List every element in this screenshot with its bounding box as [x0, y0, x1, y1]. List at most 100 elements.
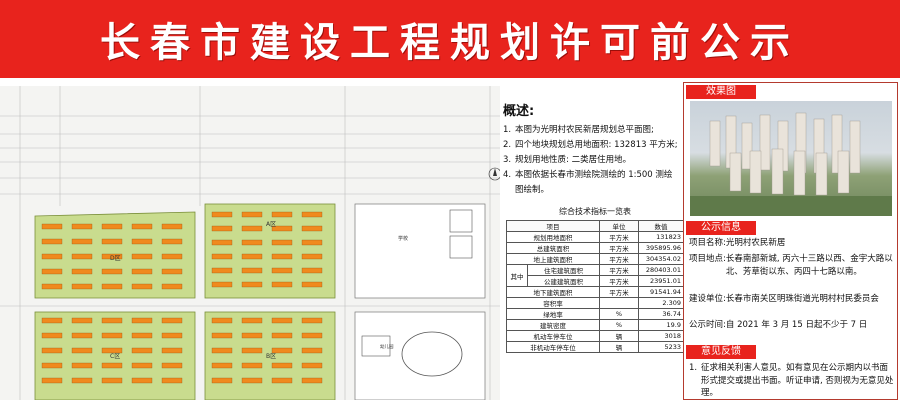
building [71, 362, 93, 369]
building [211, 377, 233, 384]
building [271, 253, 293, 260]
page-title: 长春市建设工程规划许可前公示 [100, 19, 800, 66]
school-block-south [354, 311, 486, 400]
building [241, 362, 263, 369]
building [71, 347, 93, 354]
notice-panel: 效果图 公示信息 项目名称:光明村农 [683, 82, 898, 400]
building [161, 238, 183, 245]
building [101, 283, 123, 290]
block-label-b: B区 [266, 353, 276, 360]
building [301, 211, 323, 218]
building [41, 268, 63, 275]
site-plan: D区 A区 C区 B区 学校 幼儿园 [0, 86, 500, 400]
building [211, 362, 233, 369]
building [271, 211, 293, 218]
block-label-c: C区 [110, 353, 120, 360]
building [241, 332, 263, 339]
building [211, 253, 233, 260]
building [161, 317, 183, 324]
building [131, 362, 153, 369]
building [271, 377, 293, 384]
building [41, 253, 63, 260]
building [41, 332, 63, 339]
building [71, 268, 93, 275]
building [101, 347, 123, 354]
building [241, 239, 263, 246]
building [161, 362, 183, 369]
building [211, 267, 233, 274]
divider [0, 78, 900, 86]
building [131, 332, 153, 339]
table-header: 项目 [506, 220, 600, 232]
building [101, 253, 123, 260]
feedback-item: 1.征求相关利害人意见。如有意见在公示期内以书面形式提交或提出书面。听证申请, … [689, 363, 894, 398]
building [101, 332, 123, 339]
building [241, 211, 263, 218]
building [161, 332, 183, 339]
building [211, 211, 233, 218]
building [131, 238, 153, 245]
overview-title: 概述: [503, 104, 535, 119]
building [301, 362, 323, 369]
building [71, 377, 93, 384]
building [101, 268, 123, 275]
info-row-name: 项目名称:光明村农民新居 [689, 238, 786, 248]
building [301, 317, 323, 324]
building [301, 281, 323, 288]
rendering-drawing [690, 112, 892, 216]
building [71, 253, 93, 260]
site-plan-drawing: D区 A区 C区 B区 学校 幼儿园 [0, 86, 500, 400]
building [131, 283, 153, 290]
feedback-heading: 意见反馈 [686, 345, 756, 359]
info-heading: 公示信息 [686, 221, 756, 235]
building [161, 223, 183, 230]
overview-item: 3.规划用地性质: 二类居住用地。 [503, 155, 632, 165]
building [241, 253, 263, 260]
school-block [354, 203, 486, 299]
kindergarten-label: 幼儿园 [380, 343, 394, 350]
building [271, 317, 293, 324]
block-c [34, 311, 196, 400]
indicators-title: 综合技术指标一览表 [559, 207, 631, 216]
building [271, 362, 293, 369]
building [71, 332, 93, 339]
building [271, 347, 293, 354]
building [101, 377, 123, 384]
overview-item: 1.本图为光明村农民新居规划总平面图; [503, 125, 654, 135]
building [41, 362, 63, 369]
building [71, 238, 93, 245]
building [41, 283, 63, 290]
building [161, 347, 183, 354]
building [241, 281, 263, 288]
building [241, 377, 263, 384]
info-row-builder: 建设单位:长春市南关区明珠街道光明村村民委员会 [689, 294, 879, 304]
building [241, 267, 263, 274]
building [161, 283, 183, 290]
title-banner: 长春市建设工程规划许可前公示 [0, 0, 900, 78]
building [301, 347, 323, 354]
building [71, 283, 93, 290]
building [271, 281, 293, 288]
building [211, 347, 233, 354]
building [131, 347, 153, 354]
building [41, 377, 63, 384]
building [131, 223, 153, 230]
block-label-d: D区 [110, 255, 121, 262]
building [301, 225, 323, 232]
building [101, 238, 123, 245]
building [161, 253, 183, 260]
building [41, 347, 63, 354]
rendering-image [690, 101, 892, 216]
building [301, 267, 323, 274]
running-track [401, 331, 463, 377]
building [211, 239, 233, 246]
building [131, 268, 153, 275]
overview-item: 2.四个地块规划总用地面积: 132813 平方米; [503, 140, 678, 150]
building [211, 225, 233, 232]
school-label: 学校 [398, 235, 408, 242]
building [271, 267, 293, 274]
table-header: 单位 [599, 220, 639, 232]
